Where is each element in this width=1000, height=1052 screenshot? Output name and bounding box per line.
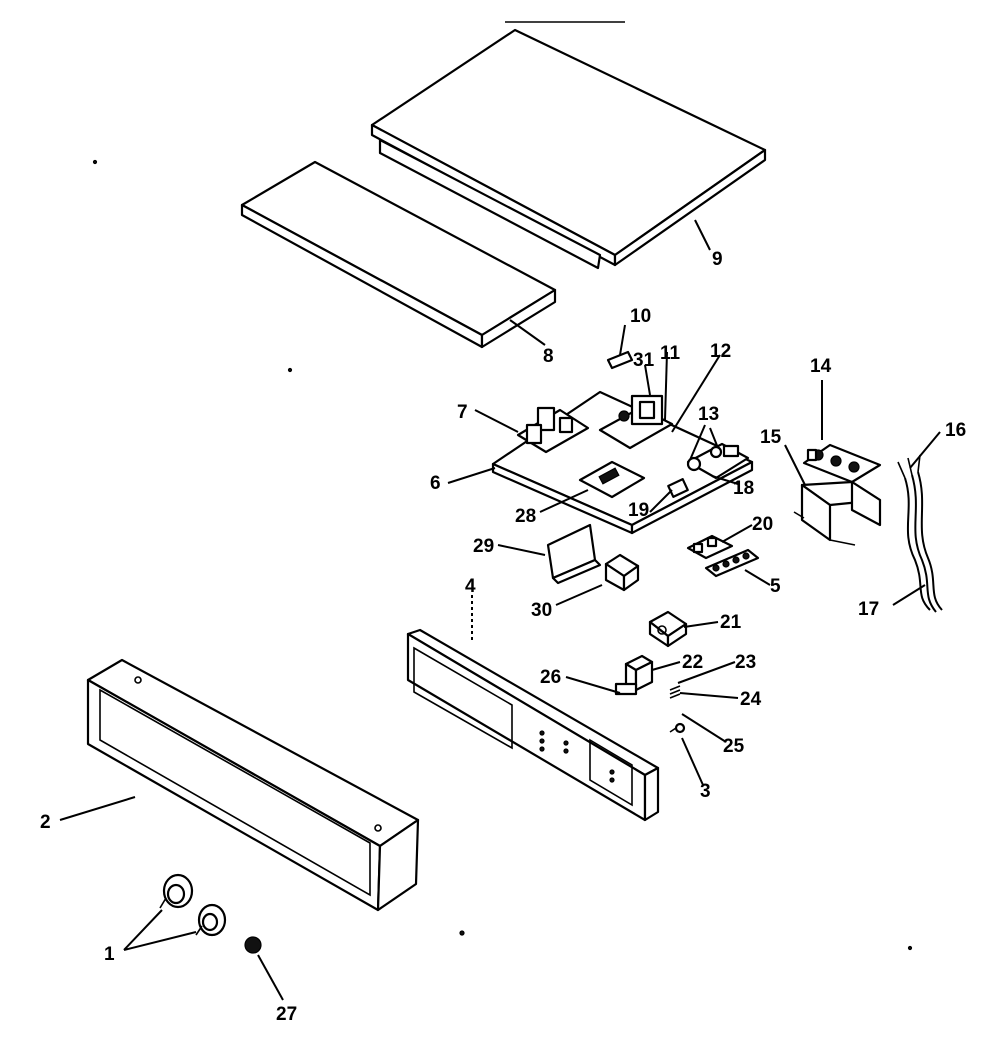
part-5-terminal-strip [704, 548, 760, 578]
part-10-clip [606, 350, 634, 370]
callout-4: 4 [465, 576, 476, 597]
callout-23: 23 [735, 652, 756, 673]
part-17-wire-harness [897, 454, 943, 613]
callout-20: 20 [752, 514, 773, 535]
callout-14: 14 [810, 356, 832, 377]
callout-12: 12 [710, 341, 731, 362]
callout-13: 13 [698, 404, 719, 425]
callout-7: 7 [457, 402, 468, 423]
part-30-cube [604, 553, 640, 592]
callout-1: 1 [104, 944, 115, 965]
callout-17: 17 [858, 599, 879, 620]
part-9-top-cover [370, 28, 767, 270]
callout-11: 11 [660, 343, 681, 364]
part-1-knobs [159, 873, 227, 937]
callout-labels: 9 8 10 31 11 12 13 14 15 16 7 6 28 19 18… [40, 249, 966, 1025]
callout-30: 30 [531, 600, 552, 621]
part-27-button [244, 936, 262, 954]
part-7-relay [516, 406, 590, 454]
callout-31: 31 [633, 350, 655, 371]
callout-3: 3 [700, 781, 711, 802]
callout-16: 16 [945, 420, 966, 441]
callout-28: 28 [515, 506, 536, 527]
part-28-chip [578, 460, 646, 499]
part-14-terminal-block [802, 443, 882, 484]
callout-21: 21 [720, 612, 742, 633]
specks [92, 159, 913, 951]
part-4-control-panel [406, 628, 660, 822]
callout-26: 26 [540, 667, 561, 688]
callout-2: 2 [40, 812, 51, 833]
callout-5: 5 [770, 576, 781, 597]
part-29-plate [546, 523, 602, 585]
callout-19: 19 [628, 500, 649, 521]
callout-24: 24 [740, 689, 762, 710]
part-8-cover [240, 160, 557, 349]
callout-22: 22 [682, 652, 703, 673]
callout-8: 8 [543, 346, 554, 367]
callout-6: 6 [430, 473, 441, 494]
callout-27: 27 [276, 1004, 297, 1025]
part-24-spring [669, 685, 681, 699]
part-22-switch [614, 654, 654, 696]
part-20-terminal-strip [686, 534, 734, 560]
part-15-bracket [793, 480, 882, 546]
callout-9: 9 [712, 249, 723, 270]
part-3-screw [669, 722, 686, 734]
leader-lines [59, 219, 941, 1001]
part-2-front-frame [86, 658, 420, 912]
part-31-relay [598, 394, 674, 450]
callout-29: 29 [473, 536, 494, 557]
callout-15: 15 [760, 427, 782, 448]
part-13-components [686, 442, 750, 480]
part-21-switch [648, 610, 688, 648]
callout-25: 25 [723, 736, 745, 757]
callout-10: 10 [630, 306, 651, 327]
callout-18: 18 [733, 478, 754, 499]
